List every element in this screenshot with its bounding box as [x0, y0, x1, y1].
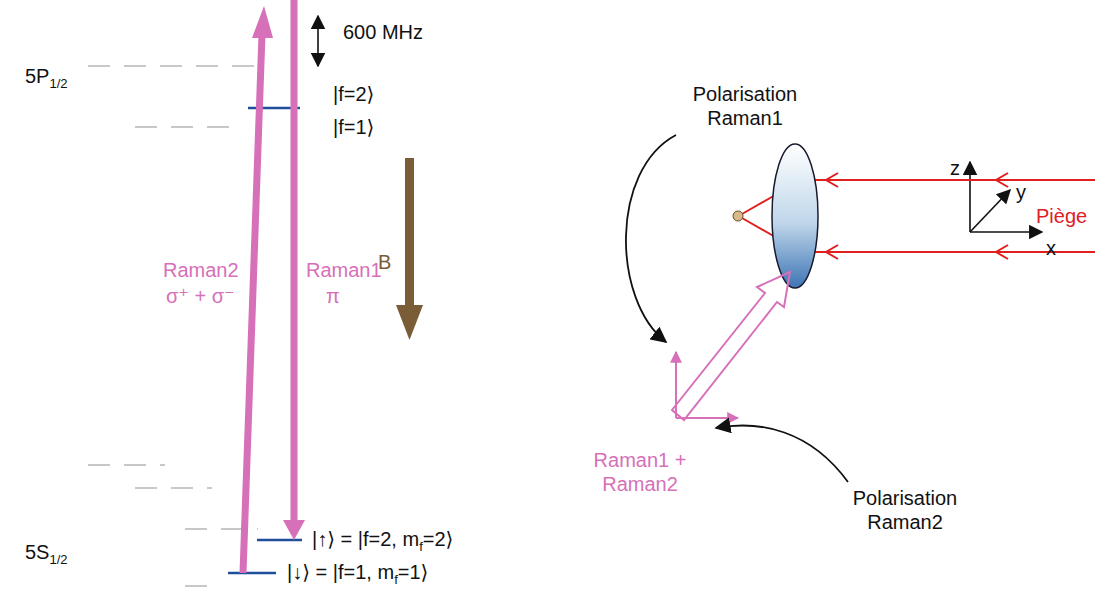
polarisation-label: π: [326, 284, 340, 308]
atom: [733, 211, 743, 221]
state-label: |f=2⟩: [333, 82, 374, 106]
state-label: |f=2⟩: [333, 83, 374, 105]
splitting-arrow: [317, 16, 319, 66]
frequency-label: 600 MHz: [343, 21, 423, 43]
beam-label: Raman1 + Raman2: [580, 448, 700, 496]
beam-label: Raman2: [163, 258, 239, 282]
polarisation-label: π: [326, 285, 340, 307]
frequency-label: 600 MHz: [343, 20, 423, 44]
axis-label: x: [1046, 236, 1056, 260]
trap-label: Piège: [1036, 205, 1087, 227]
state-label: |f=1⟩: [333, 115, 374, 139]
beam-label: Raman1 + Raman2: [594, 449, 687, 495]
subscript: f: [394, 572, 398, 587]
axis-label: y: [1016, 181, 1026, 203]
polarisation-label: σ⁺ + σ⁻: [166, 284, 235, 308]
callout-text: Polarisation Raman2: [835, 486, 975, 534]
axes: [970, 162, 1042, 232]
state-label: |↑⟩ = |f=2, mf=2⟩: [312, 527, 453, 559]
level-label: 5P1/2: [25, 64, 68, 96]
beam-label: Raman2: [163, 259, 239, 281]
callout-text: Polarisation Raman1: [693, 83, 798, 129]
leader-arrows: [626, 135, 848, 482]
state-label: =2⟩: [423, 528, 454, 550]
beam-label: Raman1: [306, 258, 382, 282]
axis-label: z: [950, 157, 960, 179]
raman-beam-arrow: [672, 272, 790, 420]
state-label: =1⟩: [398, 561, 429, 583]
state-label: |↓⟩ = |f=1, mf=1⟩: [287, 560, 428, 592]
raman-beams: [243, 0, 305, 573]
callout-text: Polarisation Raman2: [853, 487, 958, 533]
state-label: |↓⟩ = |f=1, m: [287, 561, 394, 583]
axis-label: y: [1016, 180, 1026, 204]
subscript: 1/2: [49, 76, 67, 91]
level-label: 5S: [25, 541, 49, 563]
polarisation-label: σ⁺ + σ⁻: [166, 285, 235, 307]
state-label: |↑⟩ = |f=2, m: [312, 528, 419, 550]
trap-label: Piège: [1036, 204, 1087, 228]
polarisation-arrows: [676, 352, 738, 418]
beam-label: Raman1: [306, 259, 382, 281]
lens: [772, 144, 818, 288]
magnetic-field-arrow: [396, 158, 423, 340]
field-label: B: [378, 251, 391, 273]
subscript: f: [419, 539, 423, 554]
callout-text: Polarisation Raman1: [675, 82, 815, 130]
subscript: 1/2: [49, 552, 67, 567]
axis-label: x: [1046, 237, 1056, 259]
axis-label: z: [950, 156, 960, 180]
sublevels: [88, 66, 262, 586]
level-label: 5S1/2: [25, 540, 68, 572]
level-label: 5P: [25, 65, 49, 87]
field-label: B: [378, 250, 391, 274]
state-label: |f=1⟩: [333, 116, 374, 138]
